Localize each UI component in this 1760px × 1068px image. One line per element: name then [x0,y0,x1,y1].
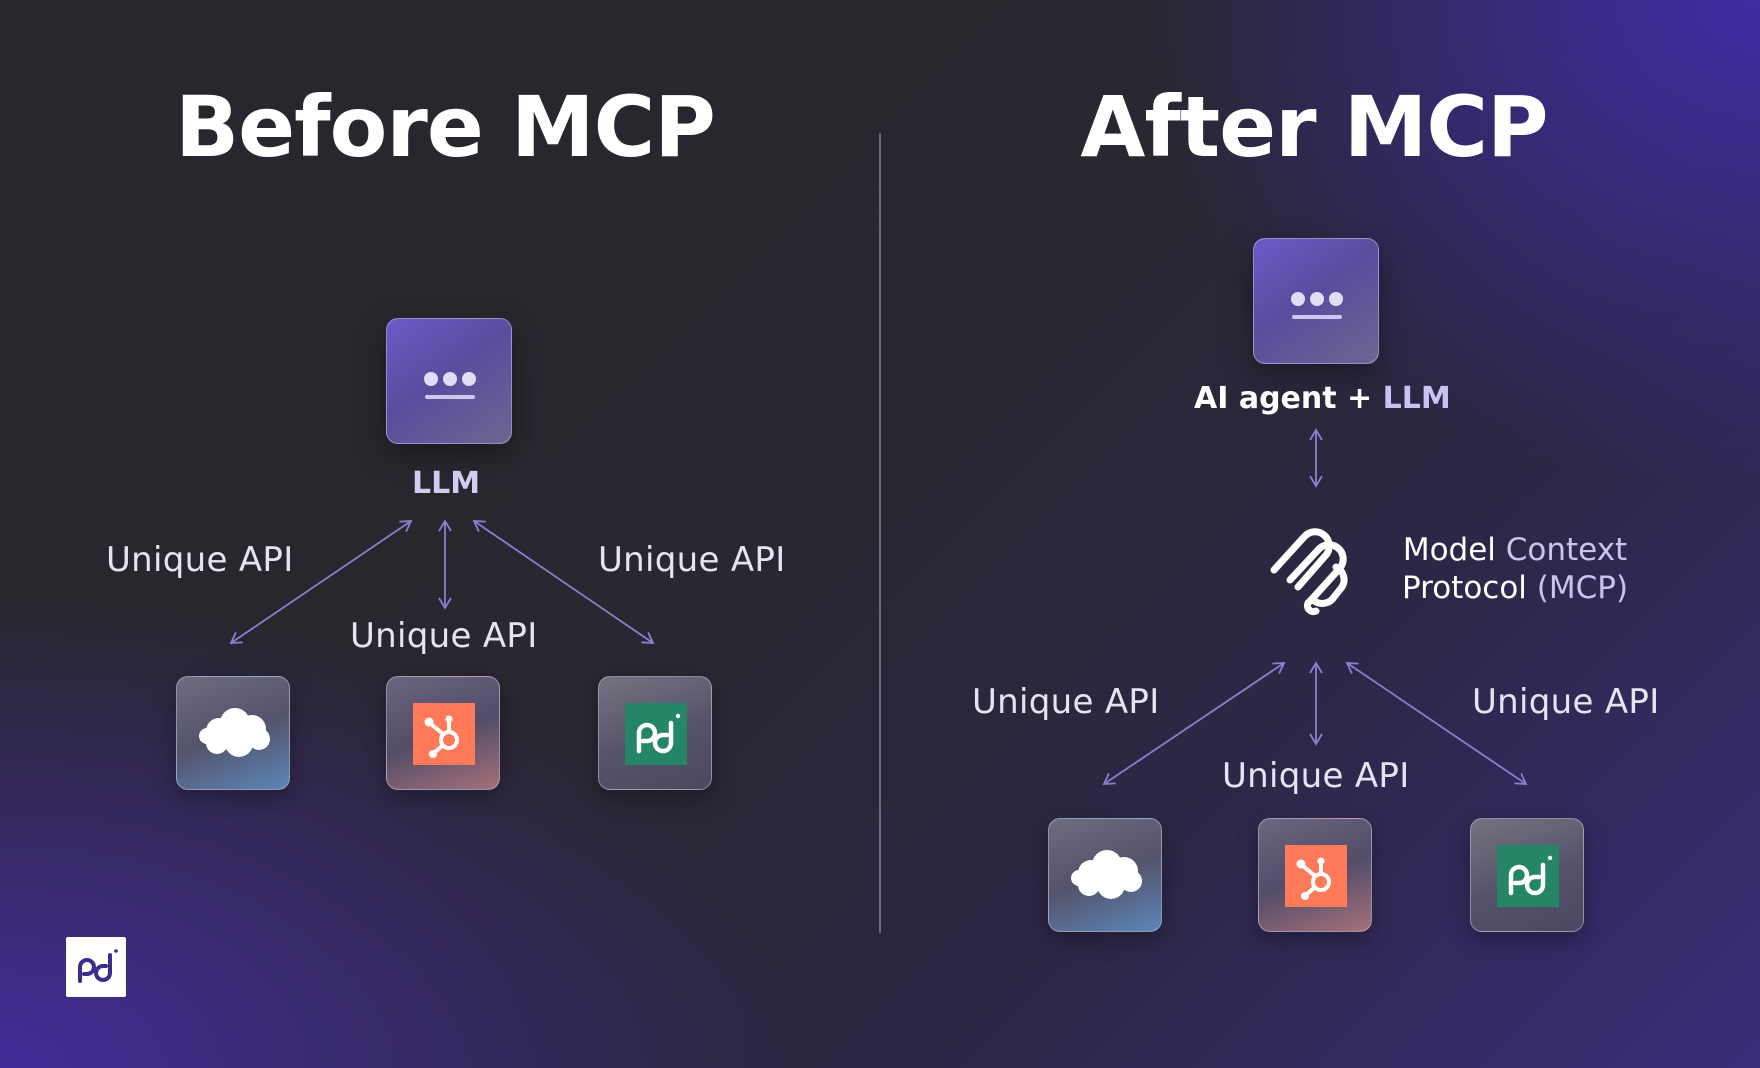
hubspot-tile [1258,818,1372,932]
hubspot-icon [413,703,475,765]
mcp-logo-icon [1270,528,1348,616]
after-api-label-right: Unique API [1472,682,1660,722]
agent-label-part2: LLM [1382,381,1451,416]
llm-label: LLM [412,466,481,501]
before-mcp-title: Before MCP [175,78,716,176]
arrow-mcp-pandadoc [1345,662,1528,785]
llm-tile [386,318,512,444]
pandadoc-tile [1470,818,1584,932]
section-divider [879,133,881,933]
chat-icon [424,372,476,399]
agent-llm-tile [1253,238,1379,364]
mcp-label: Model Context Protocol (MCP) [1402,531,1628,607]
pandadoc-icon [1497,845,1559,907]
arrow-llm-salesforce [229,520,413,644]
mcp-label-line2: Protocol (MCP) [1402,570,1629,606]
chat-icon [1291,292,1343,319]
api-label-right: Unique API [598,540,786,580]
pandadoc-tile [598,676,712,790]
arrow-llm-pandadoc [472,520,655,644]
after-mcp-title: After MCP [1080,78,1548,176]
salesforce-tile [1048,818,1162,932]
arrow-mcp-salesforce [1102,662,1286,785]
mcp-label-line1: Model Context [1402,532,1628,568]
after-api-label-left: Unique API [972,682,1160,722]
brand-logo [66,937,126,997]
pipedream-logo-icon [78,949,118,983]
salesforce-icon [1071,850,1142,899]
after-api-label-center: Unique API [1222,756,1410,796]
hubspot-tile [386,676,500,790]
api-label-left: Unique API [106,540,294,580]
pandadoc-icon [625,703,687,765]
agent-label-part1: AI agent + [1194,381,1383,416]
salesforce-tile [176,676,290,790]
hubspot-icon [1285,845,1347,907]
salesforce-icon [199,708,270,757]
api-label-center: Unique API [350,616,538,656]
agent-llm-label: AI agent + LLM [1194,381,1451,416]
